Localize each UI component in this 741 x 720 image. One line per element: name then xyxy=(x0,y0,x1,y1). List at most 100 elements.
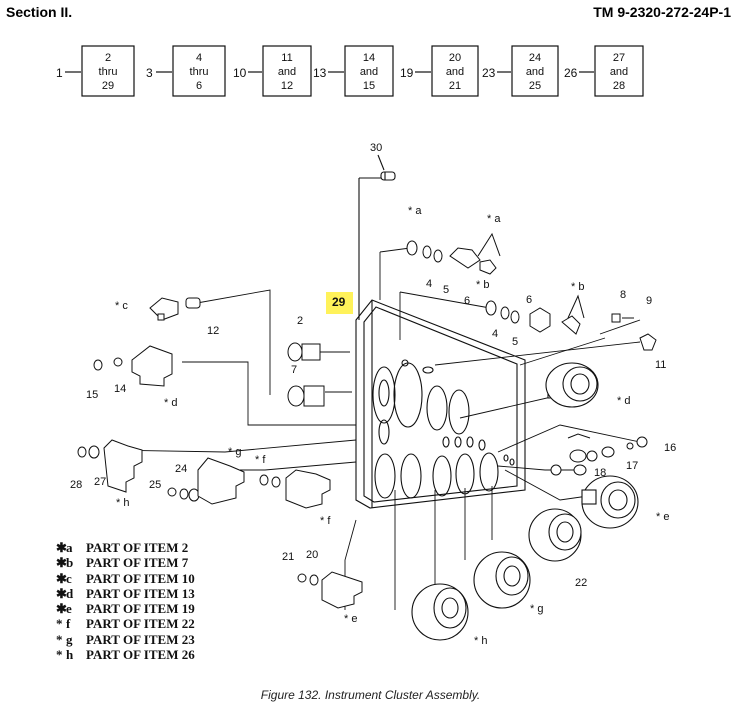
key-callout: * h xyxy=(116,497,129,509)
callout: 4 xyxy=(426,278,432,290)
callout: 21 xyxy=(282,551,294,563)
callout: 9 xyxy=(646,295,652,307)
flow-line: 11 xyxy=(281,52,292,64)
callout: 12 xyxy=(207,325,219,337)
gauge-g xyxy=(473,551,531,609)
section-label: Section II. xyxy=(6,4,73,20)
flow-box-6: 23 24 and 25 xyxy=(482,45,559,97)
right-hardware xyxy=(406,232,657,476)
key-callout: * e xyxy=(344,613,357,625)
flow-lead: 10 xyxy=(233,66,247,80)
item-30-screw xyxy=(358,154,396,320)
flow-line: and xyxy=(610,66,628,78)
callout: 18 xyxy=(594,467,606,479)
item-19-socket xyxy=(259,469,331,509)
item-26-socket xyxy=(77,439,143,493)
flow-line: and xyxy=(278,66,296,78)
callout: 29 xyxy=(332,295,346,309)
flow-line: 28 xyxy=(613,80,625,92)
figure-caption: Figure 132. Instrument Cluster Assembly. xyxy=(260,688,481,702)
callout: 28 xyxy=(70,479,82,491)
flow-lead: 3 xyxy=(146,66,153,80)
callout: 8 xyxy=(620,289,626,301)
callout: 4 xyxy=(492,328,498,340)
flow-line: thru xyxy=(190,66,209,78)
callout: 20 xyxy=(306,549,318,561)
left-hardware xyxy=(77,297,363,609)
flow-line: 25 xyxy=(529,80,541,92)
flow-box-7: 26 27 and 28 xyxy=(564,45,644,97)
callout: 11 xyxy=(655,359,666,371)
flow-lead: 13 xyxy=(313,66,327,80)
flow-line: thru xyxy=(99,66,118,78)
key-callout: * b xyxy=(476,279,489,291)
callout: 30 xyxy=(370,142,382,154)
leader-lines xyxy=(109,247,641,610)
item-23-socket xyxy=(167,457,245,505)
key-callout: * f xyxy=(320,515,331,527)
key-callout: * g xyxy=(530,603,543,615)
flow-line: 15 xyxy=(363,80,375,92)
callout: 17 xyxy=(626,460,638,472)
key-callout: * f xyxy=(255,454,266,466)
callout: 24 xyxy=(175,463,187,475)
flow-chart: 1 2 thru 29 3 4 thru 6 10 11 and xyxy=(56,45,644,97)
callout: 16 xyxy=(664,442,676,454)
flow-line: 2 xyxy=(105,52,111,64)
flow-line: and xyxy=(526,66,544,78)
flow-line: 6 xyxy=(196,80,202,92)
item-7-lamp xyxy=(287,385,325,407)
exploded-diagram: 1 2 thru 29 3 4 thru 6 10 11 and xyxy=(56,45,676,647)
manual-number: TM 9-2320-272-24P-1 xyxy=(593,4,731,20)
item-29-highlight xyxy=(326,292,353,314)
callout: 5 xyxy=(512,336,518,348)
gauge-assemblies xyxy=(411,362,639,641)
flow-lead: 19 xyxy=(400,66,414,80)
key-callout: * a xyxy=(487,213,501,225)
flow-line: and xyxy=(360,66,378,78)
callout: 27 xyxy=(94,476,106,488)
key-callout: * d xyxy=(617,395,630,407)
callout: 22 xyxy=(575,577,587,589)
item-10-socket xyxy=(149,297,201,321)
flow-line: 12 xyxy=(281,80,293,92)
flow-line: 24 xyxy=(529,52,541,64)
gauge-e xyxy=(581,475,639,529)
key-callout: * g xyxy=(228,446,241,458)
gauge-22 xyxy=(528,508,582,562)
flow-box-2: 3 4 thru 6 xyxy=(146,45,226,97)
key-callout: * e xyxy=(656,511,669,523)
item-20-socket xyxy=(297,571,363,609)
flow-line: 27 xyxy=(613,52,625,64)
flow-lead: 26 xyxy=(564,66,578,80)
callout: 6 xyxy=(526,294,532,306)
flow-box-5: 19 20 and 21 xyxy=(400,45,479,97)
key-callout: * d xyxy=(164,397,177,409)
callout: 6 xyxy=(464,295,470,307)
flow-line: 29 xyxy=(102,80,114,92)
item-13-socket xyxy=(93,345,173,387)
callouts: 30 29 2 7 12 14 15 4 5 6 4 5 6 8 9 11 16… xyxy=(70,142,676,647)
flow-line: 14 xyxy=(363,52,375,64)
flow-box-1: 1 2 thru 29 xyxy=(56,45,135,97)
gauge-d xyxy=(545,362,599,408)
flow-lead: 23 xyxy=(482,66,496,80)
flow-lead: 1 xyxy=(56,66,63,80)
flow-line: 21 xyxy=(449,80,461,92)
key-callout: * c xyxy=(115,300,128,312)
key-callout: * h xyxy=(474,635,487,647)
flow-line: and xyxy=(446,66,464,78)
item-2-lamp xyxy=(287,342,321,362)
callout: 5 xyxy=(443,284,449,296)
callout: 7 xyxy=(291,364,297,376)
key-callout: * b xyxy=(571,281,584,293)
